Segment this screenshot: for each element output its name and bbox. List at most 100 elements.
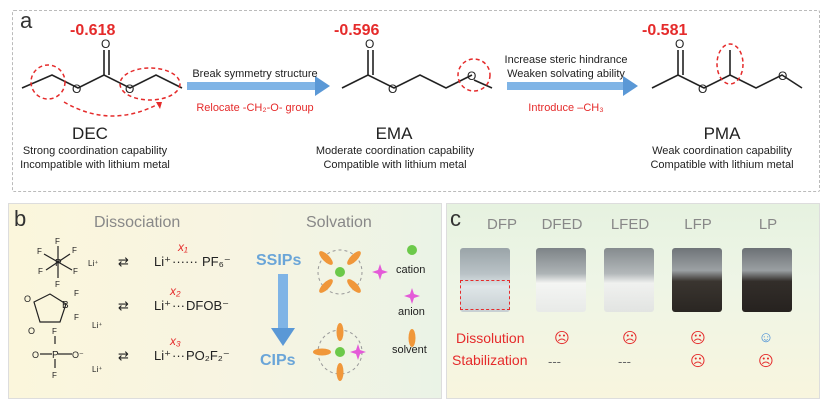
solvation-title: Solvation: [306, 214, 372, 231]
dec-o2: O: [125, 82, 134, 96]
pma-desc2: Compatible with lithium metal: [650, 159, 794, 171]
dec-value: -0.618: [70, 22, 116, 39]
stabilization-dfed: ---: [618, 354, 631, 369]
legend-solvent-icon: [408, 329, 416, 347]
stabilization-lp-frown-icon: ☹: [758, 353, 774, 370]
arrow-2-top1: Increase steric hindrance: [504, 54, 628, 66]
ema-structure: [341, 50, 473, 89]
pf6-f2: F: [37, 247, 42, 256]
eq-symbol-2: ⇄: [118, 298, 129, 313]
dfob-o2: O: [28, 326, 35, 336]
dfob-o1: O: [24, 294, 31, 304]
ema-o2: O: [365, 37, 374, 51]
cip-solvent-2: [336, 363, 344, 381]
col-lfp: LFP: [684, 216, 712, 233]
stabilization-dfp: ---: [548, 354, 561, 369]
panel-a-letter: a: [20, 8, 33, 33]
row1-li: Li⁺: [154, 254, 171, 269]
po2f2-f2: F: [52, 371, 57, 380]
arrow-2-top2: Weaken solvating ability: [507, 68, 625, 80]
row1-anion: PF₆⁻: [202, 254, 231, 269]
dec-circle-right: [119, 67, 181, 101]
dec-o3: O: [101, 37, 110, 51]
solvation-diagram: [313, 245, 420, 381]
molecule-structures: O O O O O O O O O: [21, 37, 803, 117]
salt-structures: P F F F F F F Li⁺ B O O F F Li⁺ P O O⁻ F…: [24, 237, 102, 380]
cip-solvent-3: [313, 348, 331, 356]
ssip-anion: [372, 264, 388, 280]
po2f2-o1: O: [32, 350, 39, 360]
cip-anion: [350, 344, 366, 360]
vial-lfed: [604, 248, 654, 312]
pma-o1: O: [698, 82, 707, 96]
ssip-cation: [335, 267, 345, 277]
pf6-li: Li⁺: [88, 259, 98, 268]
arrow-2-head: [623, 76, 638, 96]
dec-circle-left: [30, 64, 66, 100]
legend-cation: cation: [396, 264, 426, 276]
row2-anion: DFOB⁻: [186, 298, 229, 313]
dissociation-title: Dissociation: [94, 214, 181, 231]
po2f2-p: P: [52, 350, 59, 361]
ema-desc2: Compatible with lithium metal: [323, 159, 467, 171]
pf6-f6: F: [55, 280, 60, 289]
cip-cation: [335, 347, 345, 357]
ssips-label: SSIPs: [256, 252, 302, 269]
row3-anion: PO₂F₂⁻: [186, 348, 230, 363]
arrow-1-top: Break symmetry structure: [192, 68, 318, 80]
arrow-1-head: [315, 76, 330, 96]
pma-value: -0.581: [642, 22, 688, 39]
arrow-2-body: [507, 82, 623, 90]
cips-label: CIPs: [260, 352, 296, 369]
pma-structure: [651, 50, 803, 89]
ema-o3: O: [467, 69, 476, 83]
row1-x: x₁: [178, 240, 188, 254]
row-stabilization: Stabilization: [452, 352, 528, 368]
dissolution-lfp-smile-icon: ☺: [758, 329, 774, 346]
dec-structure: [21, 50, 183, 89]
ssip-solvent-2: [347, 251, 361, 265]
dfob-f1: F: [74, 289, 79, 298]
vial-dfp-highlight: [460, 280, 510, 310]
panel-c-letter: c: [450, 206, 461, 231]
row2-li: Li⁺: [154, 298, 171, 313]
row3-li: Li⁺: [154, 348, 171, 363]
arrow-1-body: [187, 82, 315, 90]
ema-value: -0.596: [334, 22, 380, 39]
col-lp: LP: [758, 216, 778, 233]
legend-anion-icon: [404, 288, 420, 304]
row-dissolution: Dissolution: [456, 330, 525, 346]
dec-desc1: Strong coordination capability: [22, 145, 168, 157]
ssip-solvent-4: [347, 279, 361, 293]
dec-curve-arrow: [63, 101, 163, 117]
ema-circle: [457, 58, 491, 92]
vial-lfp: [672, 248, 722, 312]
ssip-solvent-3: [319, 279, 333, 293]
legend-anion: anion: [398, 306, 425, 318]
pf6-f3: F: [72, 246, 77, 255]
pma-o2: O: [675, 37, 684, 51]
col-lfed: LFED: [610, 216, 650, 233]
panel-b-letter: b: [14, 206, 27, 231]
pma-circle: [716, 43, 744, 85]
dfob-b: B: [62, 300, 69, 311]
panel-a: [12, 10, 820, 192]
dissolution-dfed-frown-icon: ☹: [622, 330, 638, 347]
arrow-1-bottom: Relocate -CH₂-O- group: [196, 102, 314, 114]
col-dfed: DFED: [541, 216, 583, 233]
pf6-f1: F: [55, 237, 60, 246]
row3-dots: ···: [172, 348, 185, 363]
col-dfp: DFP: [487, 216, 517, 233]
pf6-p: P: [55, 258, 62, 269]
row2-dots: ···: [172, 298, 185, 313]
row2-x: x₂: [170, 284, 181, 298]
legend-cation-icon: [407, 245, 417, 255]
ema-o1: O: [388, 82, 397, 96]
vial-lp: [742, 248, 792, 312]
dfob-li: Li⁺: [92, 321, 102, 330]
pma-o3: O: [778, 69, 787, 83]
eq-symbol-1: ⇄: [118, 254, 129, 269]
po2f2-li: Li⁺: [92, 365, 102, 374]
dec-o1: O: [72, 82, 81, 96]
dissolution-dfp-frown-icon: ☹: [554, 330, 570, 347]
